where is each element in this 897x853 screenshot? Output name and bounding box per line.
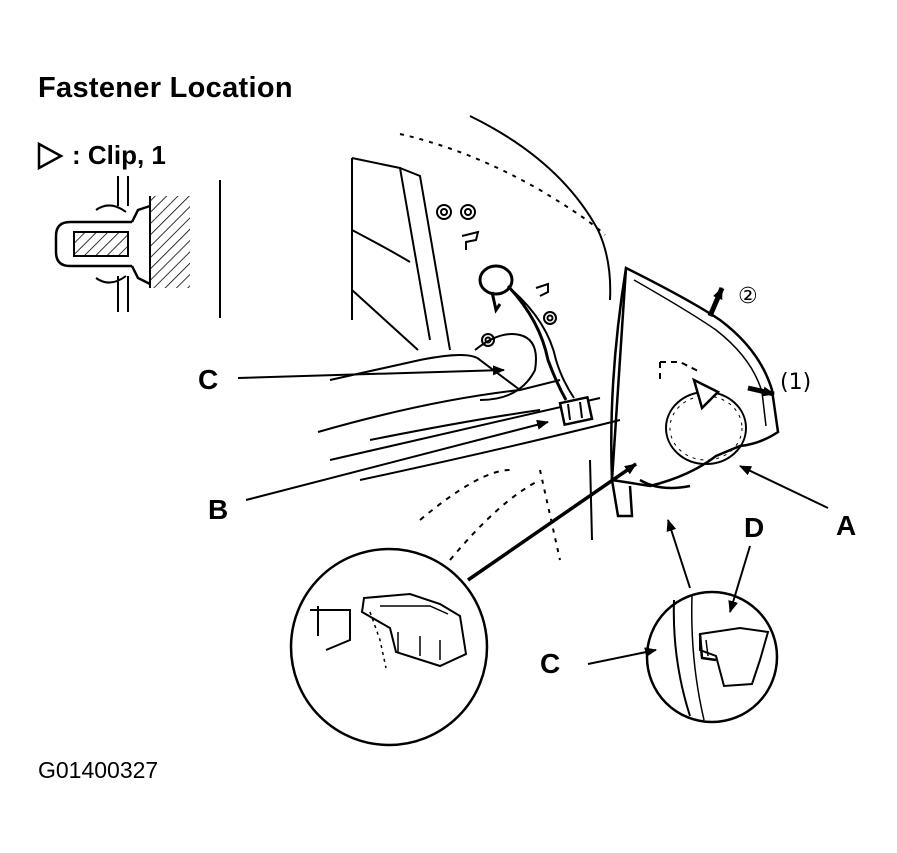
leader-lines <box>237 365 829 665</box>
clip-triangle-marker <box>692 377 721 411</box>
label-b: B <box>208 494 229 525</box>
step-label-2: ② <box>738 284 758 309</box>
arrow-step-2 <box>707 287 725 317</box>
detail-circle-clip <box>289 547 489 747</box>
label-c-upper: C <box>198 364 219 395</box>
step-label-1: (1) <box>780 370 812 395</box>
arrow-step-1 <box>747 385 775 397</box>
legend-text: : Clip, 1 <box>72 140 166 170</box>
figure-id: G01400327 <box>38 757 159 783</box>
label-d: D <box>744 512 765 543</box>
label-a: A <box>836 510 857 541</box>
mirror-assembly <box>610 266 780 518</box>
clip-inset <box>54 176 221 318</box>
detail-circle-tab <box>645 590 779 724</box>
page-title: Fastener Location <box>38 72 293 104</box>
legend-clip: : Clip, 1 <box>36 140 166 171</box>
door-frame <box>317 115 621 561</box>
triangle-outline-icon <box>37 141 64 170</box>
label-c-lower: C <box>540 648 561 679</box>
